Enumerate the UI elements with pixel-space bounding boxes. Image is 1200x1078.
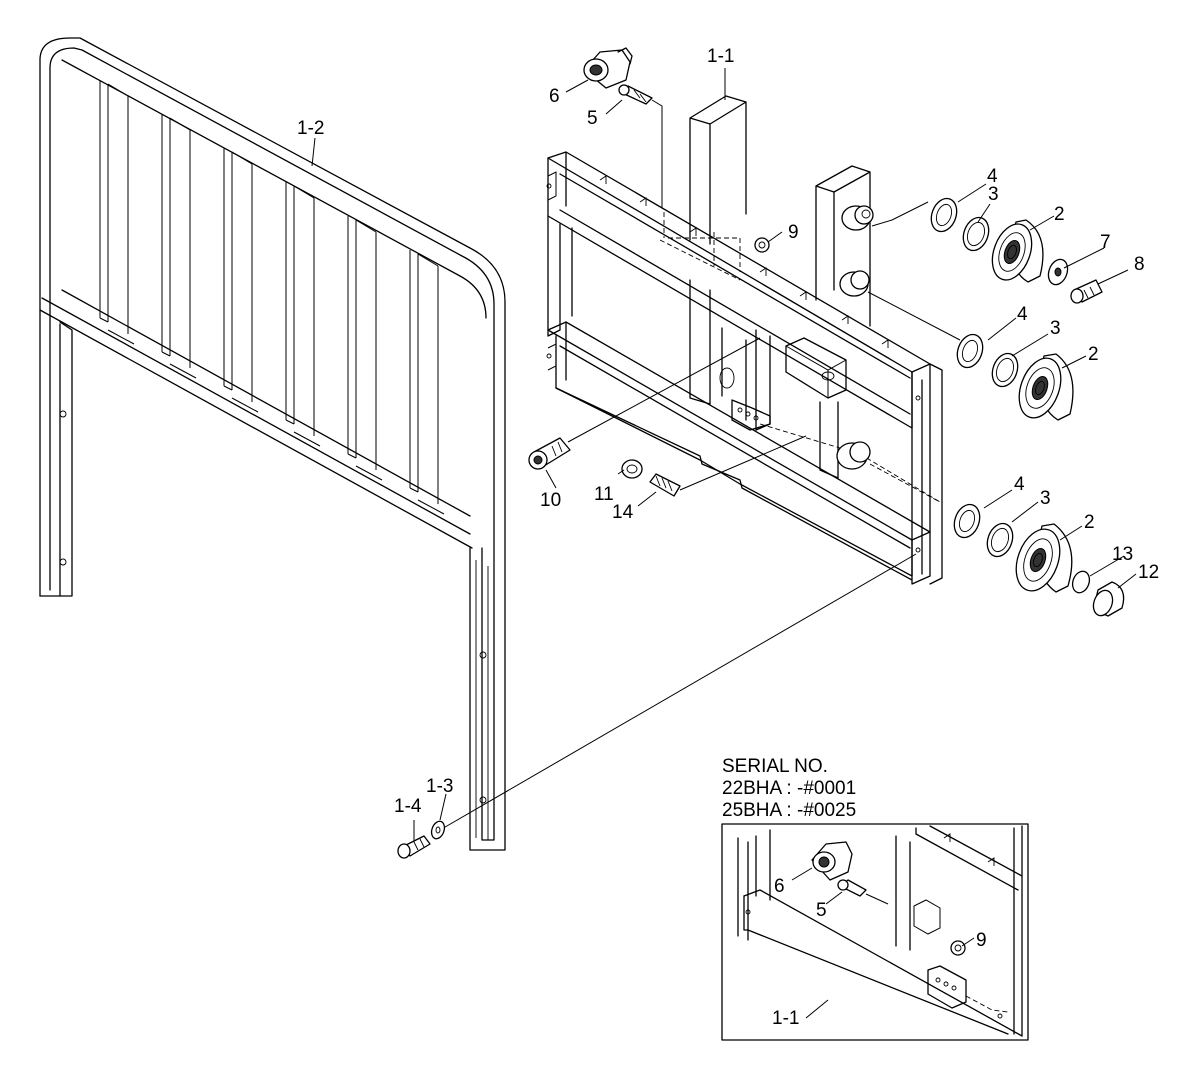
callout-5: 5 xyxy=(587,108,598,129)
callout-1-3: 1-3 xyxy=(426,776,453,797)
roller-set-middle xyxy=(956,333,1074,421)
callout-labels: 1-1 1-2 1-3 1-4 2 2 2 3 3 3 4 4 4 5 6 7 … xyxy=(297,46,1159,817)
roller-stud-bottom xyxy=(836,441,871,470)
part-9-nut xyxy=(754,237,770,253)
part-1-4-bolt xyxy=(397,835,431,859)
part-6-stopper xyxy=(583,47,633,89)
callout-2-bottom: 2 xyxy=(1084,512,1095,533)
callout-3-bottom: 3 xyxy=(1040,488,1051,509)
inset-callout-1-1: 1-1 xyxy=(772,1008,799,1029)
callout-10: 10 xyxy=(540,490,561,511)
callout-3-middle: 3 xyxy=(1050,318,1061,339)
part-10-bolt xyxy=(528,437,571,470)
callout-7: 7 xyxy=(1100,232,1111,253)
callout-2-top: 2 xyxy=(1054,204,1065,225)
inset-callout-6: 6 xyxy=(774,876,785,897)
roller-set-top xyxy=(930,197,1103,304)
callout-6: 6 xyxy=(549,86,560,107)
callout-4-top: 4 xyxy=(987,166,998,187)
roller-stud-top xyxy=(841,205,874,231)
roller-stud-middle xyxy=(839,270,870,297)
inset-serial-title: SERIAL NO. xyxy=(722,756,828,777)
callout-11: 11 xyxy=(594,484,614,505)
part-14-stud xyxy=(649,473,681,497)
callout-4-middle: 4 xyxy=(1017,304,1028,325)
roller-set-bottom xyxy=(953,503,1125,617)
callout-1-1: 1-1 xyxy=(707,46,734,67)
callout-1-4: 1-4 xyxy=(394,796,422,817)
inset-callout-9: 9 xyxy=(976,930,987,951)
callout-9: 9 xyxy=(788,222,799,243)
inset-callout-5: 5 xyxy=(816,900,827,921)
inset-serial-line-2: 25BHA : -#0025 xyxy=(722,800,856,821)
part-11-nut xyxy=(621,459,643,479)
callout-4-bottom: 4 xyxy=(1014,474,1025,495)
callout-8: 8 xyxy=(1134,254,1145,275)
fork-carriage xyxy=(546,95,943,585)
part-1-3-washer xyxy=(430,820,446,840)
callout-13: 13 xyxy=(1112,544,1133,565)
callout-14: 14 xyxy=(612,502,634,523)
part-5-bolt xyxy=(618,84,653,105)
callout-1-2: 1-2 xyxy=(297,118,324,139)
load-backrest xyxy=(39,37,506,851)
callout-3-top: 3 xyxy=(988,184,999,205)
serial-inset: SERIAL NO. 22BHA : -#0001 25BHA : -#0025 xyxy=(721,756,1029,1041)
callout-leaders xyxy=(311,68,1137,842)
inset-serial-line-1: 22BHA : -#0001 xyxy=(722,778,856,799)
callout-12: 12 xyxy=(1138,562,1159,583)
callout-2-middle: 2 xyxy=(1088,344,1099,365)
